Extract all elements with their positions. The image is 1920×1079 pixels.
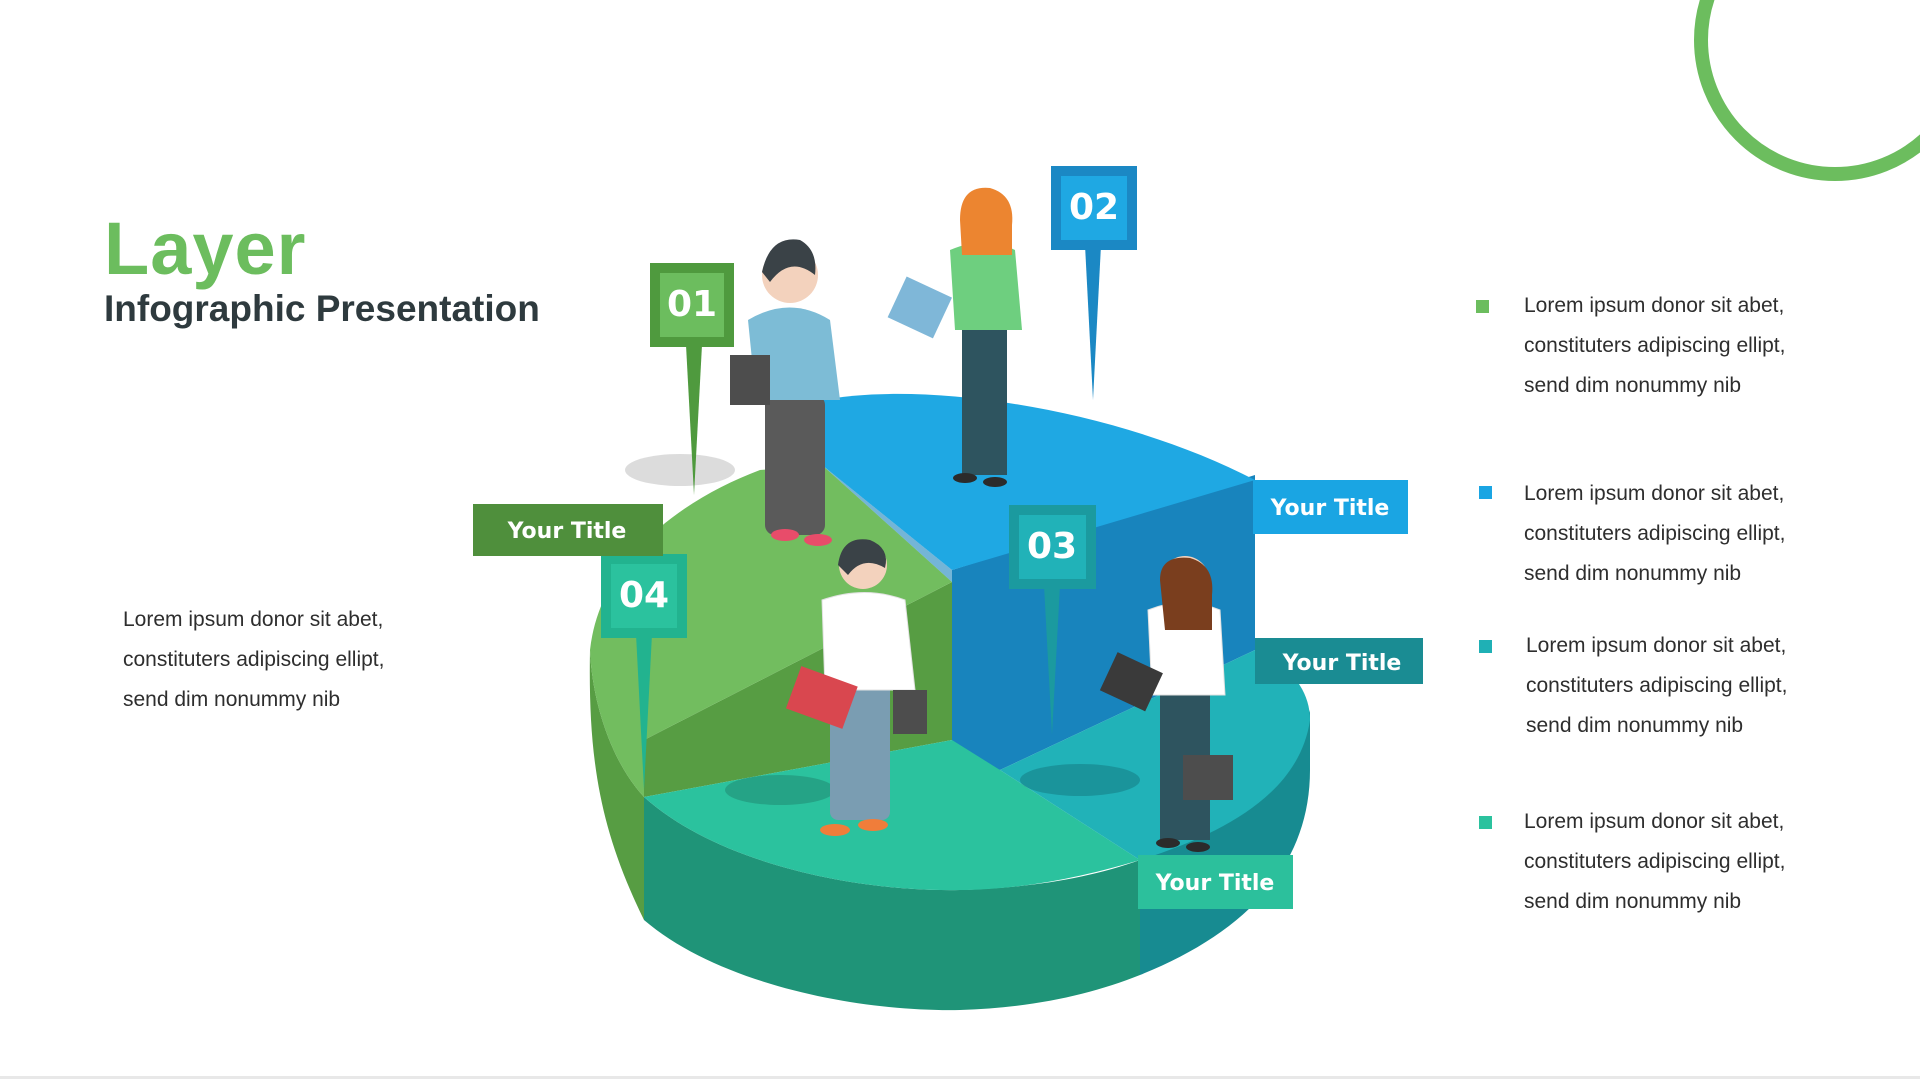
right-item-3: Lorem ipsum donor sit abet, constituters…	[1526, 626, 1787, 746]
person-man-standing-icon	[730, 239, 840, 546]
pie-blue-upper-wall	[822, 400, 952, 582]
pie-mint-side	[644, 797, 1140, 1011]
person-woman-tablet-icon	[887, 187, 1022, 487]
pin-04-number: 04	[619, 575, 669, 616]
right-item-line: constituters adipiscing ellipt,	[1524, 334, 1786, 357]
person-shadow	[1020, 764, 1140, 796]
pie-blue-top	[822, 393, 1255, 570]
pie-mint-top	[644, 740, 1140, 891]
pin-02: 02	[1051, 166, 1137, 400]
bullet-square-teal	[1479, 640, 1492, 653]
bullet-square-mint	[1479, 816, 1492, 829]
person-woman-briefcase-icon	[1099, 556, 1233, 852]
bullet-square-blue	[1479, 486, 1492, 499]
person-shadow	[625, 454, 735, 486]
pin-02-number: 02	[1069, 187, 1119, 228]
left-description: Lorem ipsum donor sit abet, constituters…	[123, 600, 384, 720]
right-item-line: constituters adipiscing ellipt,	[1524, 850, 1786, 873]
right-item-line: send dim nonummy nib	[1524, 890, 1742, 913]
segment-label-teal-text: Your Title	[1282, 651, 1402, 676]
segment-label-green: Your Title	[473, 504, 663, 556]
segment-label-teal: Your Title	[1255, 638, 1423, 684]
pie-green-side	[589, 650, 644, 920]
left-description-line: Lorem ipsum donor sit abet,	[123, 608, 384, 631]
right-item-line: send dim nonummy nib	[1524, 562, 1742, 585]
right-item-line: send dim nonummy nib	[1526, 714, 1744, 737]
segment-label-blue: Your Title	[1253, 480, 1408, 534]
pin-04: 04	[601, 554, 687, 790]
pie-teal-top	[1000, 650, 1310, 860]
decorative-ring	[1694, 0, 1920, 181]
right-item-line: send dim nonummy nib	[1524, 374, 1742, 397]
right-item-line: Lorem ipsum donor sit abet,	[1526, 634, 1787, 657]
segment-label-mint-text: Your Title	[1155, 871, 1275, 896]
right-item-line: Lorem ipsum donor sit abet,	[1524, 294, 1785, 317]
pin-01-number: 01	[667, 284, 717, 325]
right-item-line: constituters adipiscing ellipt,	[1524, 522, 1786, 545]
pin-03: 03	[1009, 505, 1096, 735]
slide-bottom-divider	[0, 1076, 1920, 1079]
right-item-line: Lorem ipsum donor sit abet,	[1524, 810, 1785, 833]
left-description-line: constituters adipiscing ellipt,	[123, 648, 385, 671]
right-item-4: Lorem ipsum donor sit abet, constituters…	[1524, 802, 1785, 922]
page-subtitle: Infographic Presentation	[104, 288, 540, 329]
pin-03-number: 03	[1027, 526, 1077, 567]
right-item-2: Lorem ipsum donor sit abet, constituters…	[1524, 474, 1785, 594]
right-item-line: Lorem ipsum donor sit abet,	[1524, 482, 1785, 505]
right-item-line: constituters adipiscing ellipt,	[1526, 674, 1788, 697]
person-man-bag-icon	[785, 539, 927, 836]
segment-label-green-text: Your Title	[507, 519, 627, 544]
segment-label-blue-text: Your Title	[1270, 496, 1390, 521]
bullet-square-green	[1476, 300, 1489, 313]
pin-01: 01	[650, 263, 734, 495]
segment-label-mint: Your Title	[1138, 855, 1293, 909]
right-item-1: Lorem ipsum donor sit abet, constituters…	[1524, 286, 1785, 406]
left-description-line: send dim nonummy nib	[123, 688, 341, 711]
person-shadow	[725, 775, 835, 805]
page-title: Layer	[104, 207, 307, 290]
